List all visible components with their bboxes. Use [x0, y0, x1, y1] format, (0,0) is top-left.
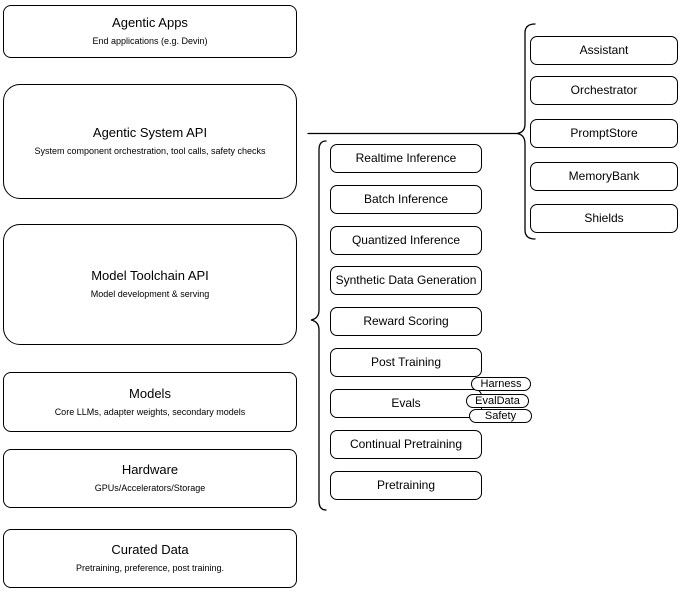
- box-title: Curated Data: [111, 542, 189, 558]
- toolchain-item-realtime-inference: Realtime Inference: [330, 144, 482, 173]
- box-hardware: Hardware GPUs/Accelerators/Storage: [3, 449, 297, 508]
- box-subtitle: Pretraining, preference, post training.: [75, 563, 225, 574]
- toolchain-item-quantized-inference: Quantized Inference: [330, 226, 482, 255]
- toolchain-item-pretraining: Pretraining: [330, 471, 482, 500]
- toolchain-brace: [310, 140, 327, 511]
- system-component-promptstore: PromptStore: [530, 119, 678, 148]
- system-component-assistant: Assistant: [530, 36, 678, 65]
- evals-tag-safety: Safety: [469, 409, 532, 423]
- box-agentic-system-api: Agentic System API System component orch…: [3, 84, 297, 199]
- box-subtitle: System component orchestration, tool cal…: [34, 146, 266, 157]
- system-component-shields: Shields: [530, 204, 678, 233]
- box-title: Agentic Apps: [112, 15, 188, 31]
- evals-tag-harness: Harness: [471, 377, 531, 391]
- box-models: Models Core LLMs, adapter weights, secon…: [3, 372, 297, 432]
- system-component-orchestrator: Orchestrator: [530, 76, 678, 105]
- box-title: Model Toolchain API: [91, 268, 209, 284]
- box-title: Models: [129, 385, 171, 401]
- box-subtitle: End applications (e.g. Devin): [92, 36, 208, 47]
- box-model-toolchain-api: Model Toolchain API Model development & …: [3, 224, 297, 345]
- box-curated-data: Curated Data Pretraining, preference, po…: [3, 529, 297, 588]
- toolchain-item-reward-scoring: Reward Scoring: [330, 307, 482, 336]
- box-title: Agentic System API: [92, 125, 208, 141]
- box-subtitle: GPUs/Accelerators/Storage: [94, 483, 206, 494]
- box-subtitle: Model development & serving: [90, 289, 210, 300]
- toolchain-item-continual-pretraining: Continual Pretraining: [330, 430, 482, 459]
- box-agentic-apps: Agentic Apps End applications (e.g. Devi…: [3, 5, 297, 58]
- system-component-memorybank: MemoryBank: [530, 162, 678, 191]
- box-title: Hardware: [121, 462, 179, 478]
- toolchain-item-post-training: Post Training: [330, 348, 482, 377]
- toolchain-item-synthetic-data-generation: Synthetic Data Generation: [330, 266, 482, 295]
- evals-tag-evaldata: EvalData: [466, 394, 529, 408]
- toolchain-item-batch-inference: Batch Inference: [330, 185, 482, 214]
- box-subtitle: Core LLMs, adapter weights, secondary mo…: [54, 406, 246, 417]
- toolchain-item-evals: Evals: [330, 389, 482, 418]
